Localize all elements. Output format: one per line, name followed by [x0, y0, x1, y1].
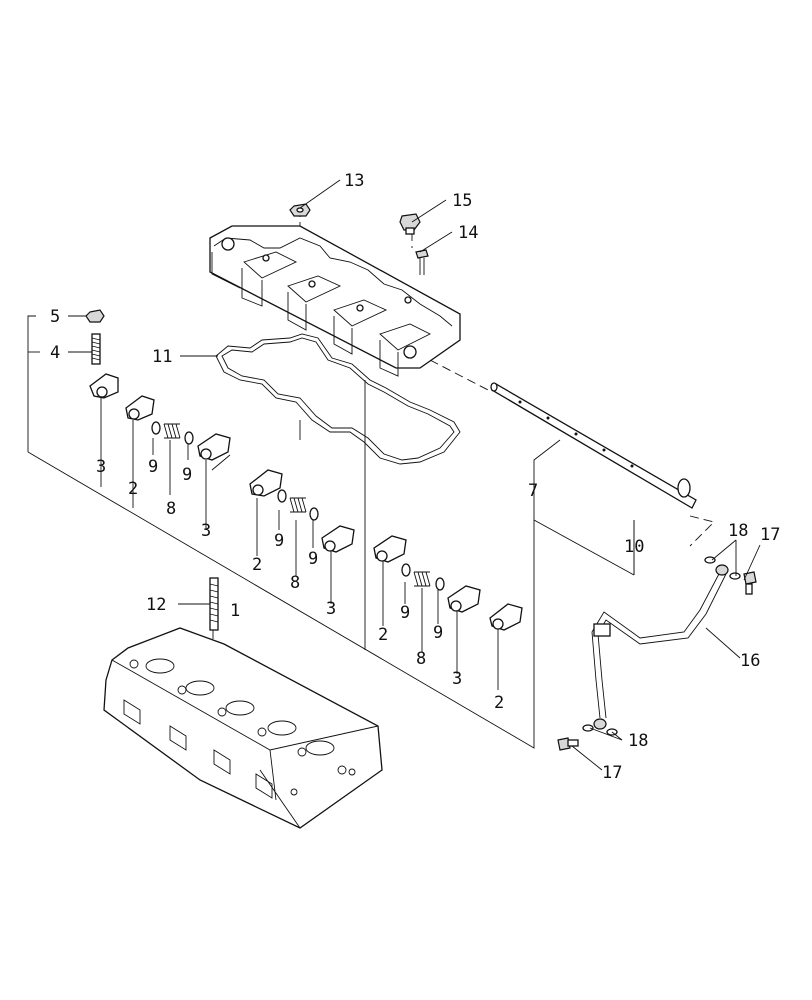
- callout-3: 3: [201, 521, 211, 541]
- callout-4: 4: [50, 343, 60, 363]
- callout-labels: 13 15 14 5 4 11 3 2 9 8 9 3 2 9 8 9 3 1 …: [50, 171, 780, 783]
- callout-leaders: [68, 179, 761, 771]
- gasket-11: [215, 333, 461, 465]
- callout-18: 18: [628, 731, 648, 751]
- nut-5: [85, 309, 105, 323]
- callout-13: 13: [344, 171, 364, 191]
- callout-16: 16: [740, 651, 760, 671]
- fitting-15: [399, 213, 421, 235]
- callout-2: 2: [378, 625, 388, 645]
- reference-lines: [27, 208, 715, 749]
- rocker-arm-cover: [209, 225, 461, 377]
- callout-1: 1: [230, 601, 240, 621]
- callout-14: 14: [458, 223, 478, 243]
- callout-2: 2: [494, 693, 504, 713]
- callout-10: 10: [624, 537, 644, 557]
- springs-washers: [151, 421, 445, 591]
- callout-8: 8: [290, 573, 300, 593]
- callout-12: 12: [146, 595, 166, 615]
- callout-3: 3: [452, 669, 462, 689]
- callout-9: 9: [308, 549, 318, 569]
- callout-5: 5: [50, 307, 60, 327]
- rocker-shaft-7: [490, 382, 697, 509]
- callout-2: 2: [252, 555, 262, 575]
- callout-17: 17: [602, 763, 622, 783]
- callout-9: 9: [433, 623, 443, 643]
- callout-3: 3: [326, 599, 336, 619]
- callout-17: 17: [760, 525, 780, 545]
- callout-9: 9: [400, 603, 410, 623]
- bolt-14: [415, 249, 429, 275]
- callout-7: 7: [528, 481, 538, 501]
- callout-11: 11: [152, 347, 172, 367]
- bolts-17: [557, 571, 757, 751]
- oil-pipe-16: [591, 564, 729, 730]
- callout-3: 3: [96, 457, 106, 477]
- callout-15: 15: [452, 191, 472, 211]
- callout-8: 8: [416, 649, 426, 669]
- callout-9: 9: [274, 531, 284, 551]
- cylinder-head-1: [103, 627, 383, 829]
- callout-9: 9: [182, 465, 192, 485]
- o-ring-10: [677, 478, 691, 498]
- rocker-arms: [89, 373, 523, 631]
- callout-18: 18: [728, 521, 748, 541]
- stud-4: [91, 333, 101, 365]
- callout-2: 2: [128, 479, 138, 499]
- washers-18: [582, 556, 741, 736]
- stud-12: [209, 577, 219, 631]
- callout-8: 8: [166, 499, 176, 519]
- callout-9: 9: [148, 457, 158, 477]
- nut-13: [289, 203, 311, 217]
